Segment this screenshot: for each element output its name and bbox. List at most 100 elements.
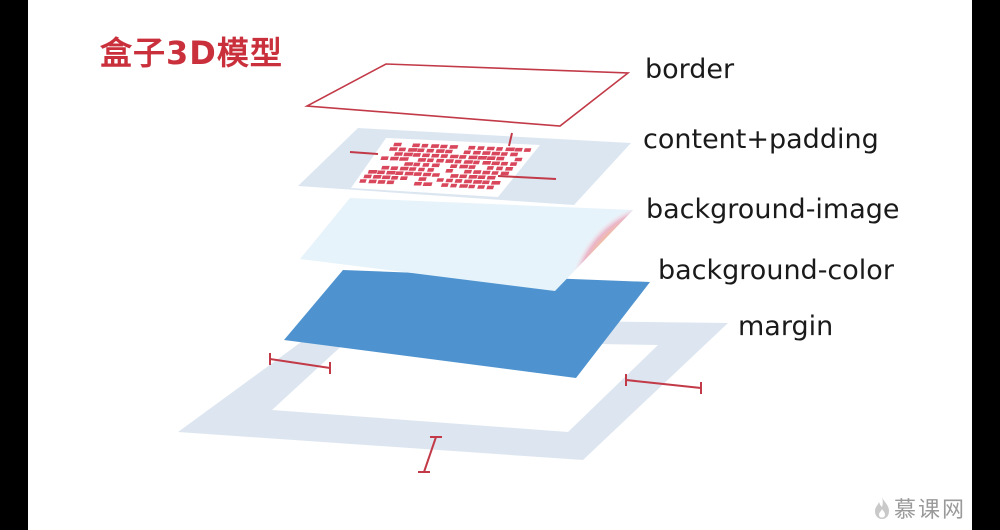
label-background-color: background-color <box>658 255 894 286</box>
text-glyph <box>463 179 473 184</box>
margin-frame <box>178 318 728 460</box>
flame-icon <box>874 497 889 519</box>
label-content-padding: content+padding <box>643 124 879 155</box>
content-text-block <box>359 142 532 190</box>
text-glyph <box>418 177 427 181</box>
text-glyph <box>495 166 504 171</box>
text-glyph <box>463 150 472 155</box>
text-glyph <box>504 167 514 171</box>
text-glyph <box>477 156 488 160</box>
margin-marker-right <box>625 379 702 389</box>
text-glyph <box>500 152 509 156</box>
text-glyph <box>491 171 499 175</box>
text-glyph <box>459 174 468 179</box>
text-glyph <box>417 158 427 162</box>
text-glyph <box>491 151 501 156</box>
text-glyph <box>412 153 422 157</box>
text-glyph <box>509 162 518 166</box>
text-glyph <box>481 170 491 175</box>
text-glyph <box>500 171 510 176</box>
text-glyph <box>399 166 409 171</box>
text-glyph <box>435 158 445 163</box>
page-title: 盒子3D模型 <box>100 34 283 72</box>
text-glyph <box>445 178 454 183</box>
text-glyph <box>449 154 459 159</box>
text-glyph <box>458 164 469 169</box>
text-glyph <box>431 163 441 168</box>
text-glyph <box>486 185 495 190</box>
content-padding-layer <box>298 128 631 205</box>
text-glyph <box>393 152 404 156</box>
text-glyph <box>407 148 418 152</box>
padding-markers <box>349 132 557 180</box>
background-image-plane <box>300 198 633 291</box>
text-glyph <box>427 168 435 172</box>
text-glyph <box>363 174 372 179</box>
text-glyph <box>399 176 408 180</box>
text-glyph <box>450 183 458 188</box>
text-glyph <box>472 160 481 165</box>
label-margin: margin <box>738 311 834 342</box>
text-glyph <box>509 152 519 157</box>
text-glyph <box>449 164 458 168</box>
text-glyph <box>421 143 429 148</box>
margin-marker-left <box>269 358 331 369</box>
text-glyph <box>403 152 414 157</box>
margin-markers <box>269 353 702 473</box>
text-glyph <box>398 157 410 161</box>
text-glyph <box>359 179 367 183</box>
text-glyph <box>413 172 423 176</box>
text-glyph <box>468 184 476 189</box>
text-glyph <box>389 147 398 151</box>
text-glyph <box>404 171 414 176</box>
text-glyph <box>505 147 516 152</box>
text-glyph <box>514 157 523 162</box>
text-glyph <box>389 156 400 161</box>
text-glyph <box>467 145 476 150</box>
text-glyph <box>393 142 403 147</box>
text-glyph <box>368 179 377 184</box>
text-glyph <box>395 171 404 175</box>
text-glyph <box>514 147 523 152</box>
text-glyph <box>477 185 486 189</box>
text-glyph <box>481 151 491 155</box>
text-glyph <box>367 170 378 174</box>
padding-marker-right <box>497 175 557 180</box>
text-glyph <box>486 175 496 180</box>
text-glyph <box>436 178 445 182</box>
border-layer <box>304 63 631 127</box>
text-glyph <box>422 172 432 177</box>
padding-marker-left <box>349 151 379 155</box>
watermark-text: 慕课网 <box>893 498 966 523</box>
text-glyph <box>477 146 485 150</box>
text-glyph <box>390 176 399 180</box>
text-glyph <box>458 155 467 159</box>
text-glyph <box>381 165 390 170</box>
text-glyph <box>403 162 414 166</box>
margin-marker-bottom <box>423 436 437 473</box>
text-glyph <box>376 170 386 175</box>
text-glyph <box>422 182 433 186</box>
text-glyph <box>495 156 505 161</box>
text-glyph <box>468 155 478 160</box>
text-glyph <box>482 161 492 165</box>
text-glyph <box>445 159 455 163</box>
text-glyph <box>486 156 496 160</box>
text-glyph <box>426 158 435 163</box>
text-glyph <box>523 148 532 152</box>
watermark: 慕课网 <box>874 492 966 524</box>
text-glyph <box>449 174 459 178</box>
text-glyph <box>431 173 441 177</box>
text-glyph <box>458 184 469 188</box>
box-model-3d-diagram <box>178 63 728 473</box>
text-glyph <box>381 175 391 180</box>
text-glyph <box>426 148 435 153</box>
text-glyph <box>490 181 501 185</box>
text-glyph <box>468 165 476 169</box>
text-glyph <box>454 179 463 183</box>
text-glyph <box>421 153 431 158</box>
label-background-image: background-image <box>646 194 900 225</box>
text-glyph <box>380 156 389 160</box>
text-glyph <box>440 183 449 187</box>
